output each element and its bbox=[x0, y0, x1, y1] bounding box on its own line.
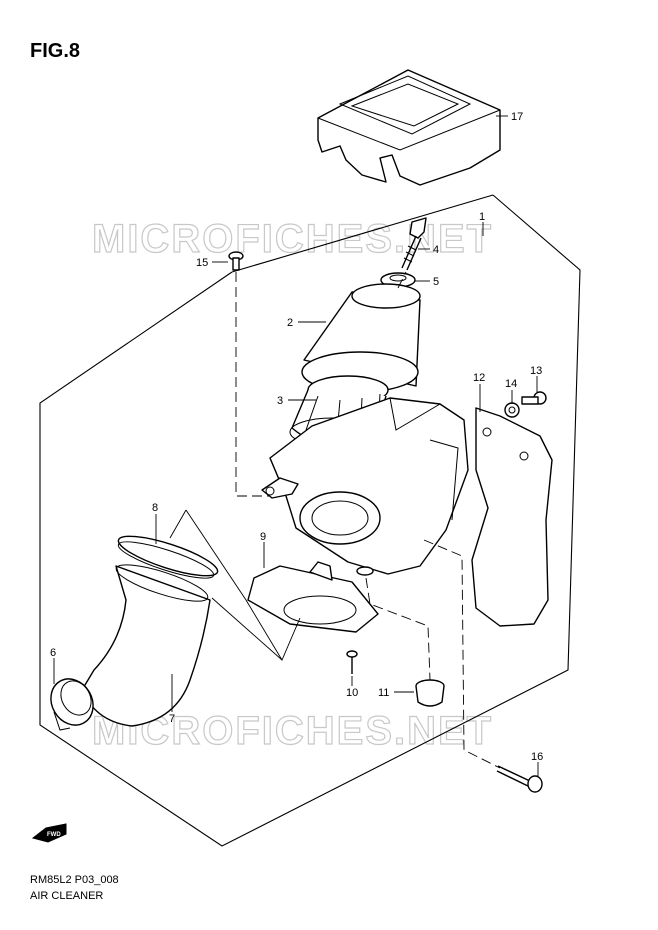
assembly-frame-top bbox=[231, 194, 494, 273]
wing-bolt-part bbox=[401, 217, 427, 271]
flange-part bbox=[247, 561, 379, 633]
grommet-part bbox=[415, 679, 445, 707]
screw-10-part bbox=[346, 650, 358, 674]
filter-element-part bbox=[301, 283, 421, 393]
callout-16: 16 bbox=[531, 751, 543, 763]
assembly-line-screw15 bbox=[235, 272, 270, 497]
callout-17: 17 bbox=[511, 111, 523, 123]
diagram-code: RM85L2 P03_008 bbox=[30, 874, 119, 886]
callout-10: 10 bbox=[346, 687, 358, 699]
callout-13: 13 bbox=[530, 365, 542, 377]
assembly-line-grommet bbox=[365, 577, 431, 681]
callout-6: 6 bbox=[50, 647, 56, 659]
callout-15: 15 bbox=[196, 257, 208, 269]
callout-2: 2 bbox=[287, 317, 293, 329]
diagram-subtitle: AIR CLEANER bbox=[30, 890, 104, 902]
callout-7: 7 bbox=[169, 713, 175, 725]
forward-direction-arrow: FWD bbox=[31, 823, 67, 843]
assembly-frame bbox=[39, 194, 581, 847]
callout-14: 14 bbox=[505, 378, 517, 390]
side-plate-part bbox=[471, 407, 553, 627]
callout-1: 1 bbox=[479, 211, 485, 223]
hose-connector-line-3 bbox=[211, 597, 283, 661]
callout-8: 8 bbox=[152, 502, 158, 514]
fwd-label: FWD bbox=[47, 832, 61, 838]
assembly-line-bolt16 bbox=[423, 539, 501, 769]
bolt-16-part bbox=[496, 765, 543, 793]
hose-connector-line-2 bbox=[185, 509, 301, 661]
callout-3: 3 bbox=[277, 395, 283, 407]
hose-connector-line-1 bbox=[169, 509, 187, 539]
callout-11: 11 bbox=[378, 687, 389, 699]
bolt-13-part bbox=[521, 391, 547, 405]
collar-14-part bbox=[504, 402, 520, 418]
air-cleaner-box-part bbox=[261, 397, 469, 576]
callout-5: 5 bbox=[433, 276, 439, 288]
clamp-6-part bbox=[50, 678, 94, 731]
callout-9: 9 bbox=[260, 531, 266, 543]
callout-4: 4 bbox=[433, 244, 439, 256]
filter-cover-part bbox=[317, 69, 501, 186]
screw-15-part bbox=[228, 251, 244, 271]
assembly-line-nut bbox=[397, 271, 407, 289]
callout-12: 12 bbox=[473, 372, 485, 384]
clamp-8-part bbox=[117, 535, 219, 579]
intake-tube-part bbox=[81, 564, 211, 727]
figure-title: FIG.8 bbox=[30, 40, 81, 62]
